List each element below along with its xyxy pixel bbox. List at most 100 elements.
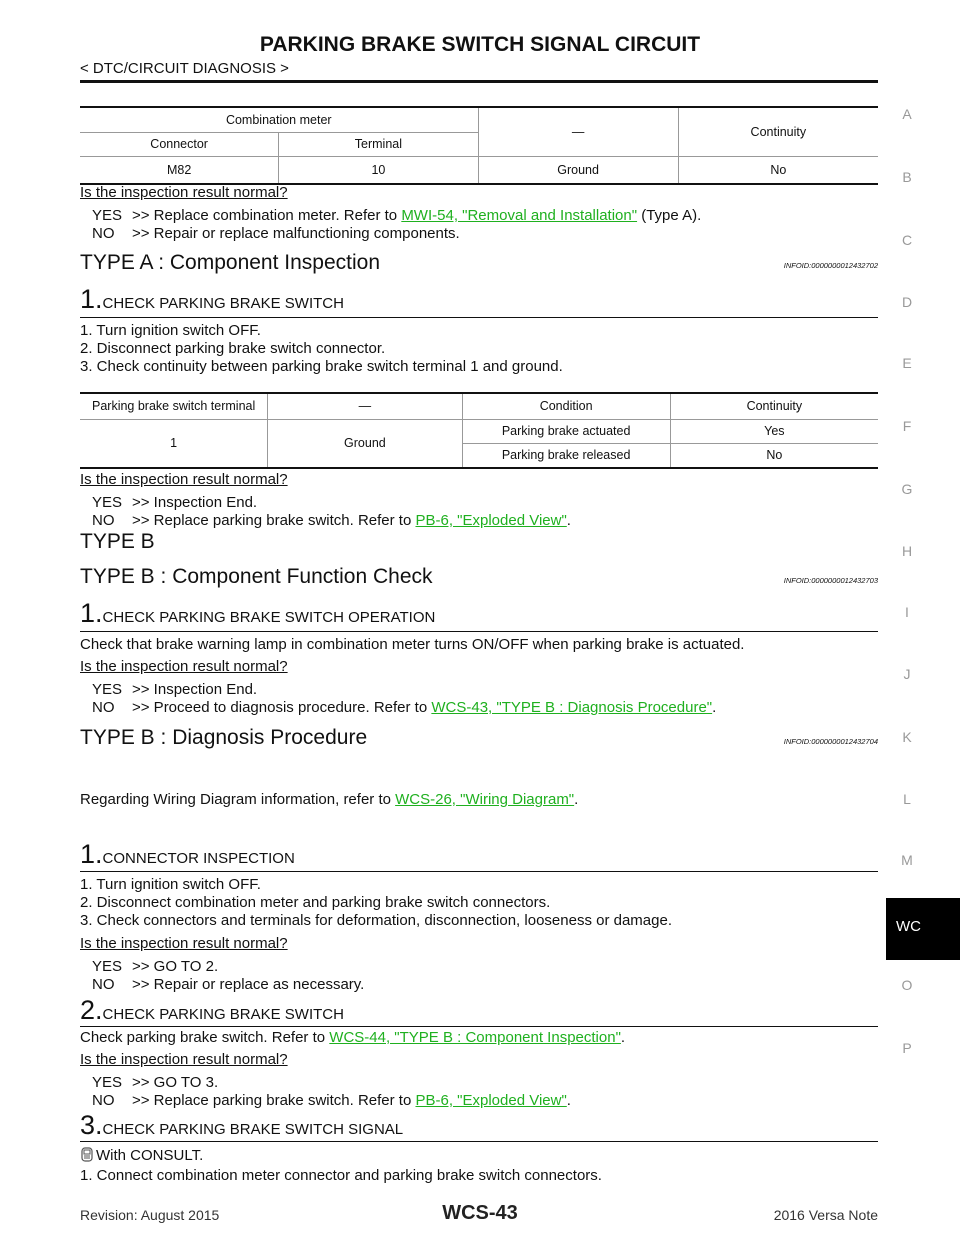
table2-condition: Parking brake actuated <box>461 418 671 443</box>
side-index-c[interactable]: C <box>901 232 913 248</box>
no-label: NO <box>92 1092 115 1109</box>
footer-model: 2016 Versa Note <box>773 1207 878 1223</box>
inspection-question: Is the inspection result normal? <box>80 471 288 488</box>
yes-text: >> GO TO 3. <box>132 1074 219 1091</box>
yes-label: YES <box>92 494 123 511</box>
table2-header-continuity: Continuity <box>669 394 878 419</box>
no-label: NO <box>92 699 115 716</box>
side-index-m[interactable]: M <box>901 852 913 868</box>
step-text-lead: Check parking brake switch. Refer to <box>80 1029 330 1046</box>
table1-ground: Ground <box>477 155 679 183</box>
side-index-i[interactable]: I <box>905 604 909 620</box>
table2-header-condition: Condition <box>461 394 671 419</box>
step-number: 1. <box>80 839 103 869</box>
step-rule <box>80 1141 878 1142</box>
side-index-h[interactable]: H <box>901 543 913 559</box>
info-id: INFOID:0000000012432704 <box>783 737 878 746</box>
consult-icon <box>80 1147 94 1167</box>
section-title-type-b: TYPE B <box>80 530 155 553</box>
step-number: 2. <box>80 995 103 1025</box>
yes-label: YES <box>92 1074 123 1091</box>
no-text: >> Replace parking brake switch. Refer t… <box>132 1092 416 1109</box>
step-heading: 1.CONNECTOR INSPECTION <box>80 839 295 870</box>
yes-after: (Type A). <box>637 207 702 224</box>
no-after: . <box>566 1092 571 1109</box>
yes-text: >> Inspection End. <box>132 681 258 698</box>
wiring-after: . <box>574 791 579 808</box>
side-index-active-tab[interactable]: WC <box>886 898 960 960</box>
ref-link[interactable]: PB-6, "Exploded View" <box>415 1092 567 1109</box>
step-rule <box>80 317 878 318</box>
side-index-k[interactable]: K <box>902 729 912 745</box>
ref-link[interactable]: WCS-44, "TYPE B : Component Inspection" <box>329 1029 621 1046</box>
no-after: . <box>566 512 571 529</box>
inspection-question: Is the inspection result normal? <box>80 1051 288 1068</box>
no-label: NO <box>92 512 115 529</box>
page-subtitle: < DTC/CIRCUIT DIAGNOSIS > <box>80 60 289 77</box>
instruction-line: 1. Turn ignition switch OFF. <box>80 876 261 893</box>
answer-block: YES>> GO TO 2. NO>> Repair or replace as… <box>92 958 364 994</box>
step-rule <box>80 631 878 632</box>
step-title: CHECK PARKING BRAKE SWITCH OPERATION <box>102 609 436 626</box>
instruction-line: 1. Turn ignition switch OFF. <box>80 322 261 339</box>
table1-col-connector: Connector <box>80 131 279 156</box>
step-rule <box>80 1026 878 1027</box>
side-index-j[interactable]: J <box>903 666 911 682</box>
step-text: Check parking brake switch. Refer to WCS… <box>80 1029 625 1047</box>
inspection-question: Is the inspection result normal? <box>80 658 288 675</box>
step-instructions: With CONSULT. 1. Connect combination met… <box>80 1147 602 1185</box>
step-number: 1. <box>80 284 103 314</box>
ref-link[interactable]: WCS-43, "TYPE B : Diagnosis Procedure" <box>431 699 713 716</box>
footer-revision: Revision: August 2015 <box>80 1207 220 1223</box>
instruction-line: 2. Disconnect parking brake switch conne… <box>80 340 386 357</box>
consult-line: With CONSULT. <box>80 1147 602 1167</box>
step-instructions: 1. Turn ignition switch OFF. 2. Disconne… <box>80 876 672 930</box>
continuity-table-1: Combination meter — Continuity Connector… <box>80 106 878 185</box>
no-text: >> Replace parking brake switch. Refer t… <box>132 512 416 529</box>
page-title: PARKING BRAKE SWITCH SIGNAL CIRCUIT <box>259 33 701 56</box>
side-index-g[interactable]: G <box>901 481 913 497</box>
inspection-question: Is the inspection result normal? <box>80 184 288 201</box>
side-index-d[interactable]: D <box>901 294 913 310</box>
side-index-f[interactable]: F <box>902 418 912 434</box>
step-heading: 3.CHECK PARKING BRAKE SWITCH SIGNAL <box>80 1110 403 1141</box>
no-text: >> Repair or replace as necessary. <box>132 976 365 993</box>
ref-link[interactable]: MWI-54, "Removal and Installation" <box>401 207 638 224</box>
continuity-table-2: Parking brake switch terminal — Conditio… <box>80 392 878 469</box>
table1-terminal: 10 <box>278 155 479 183</box>
step-heading: 1.CHECK PARKING BRAKE SWITCH <box>80 284 344 315</box>
step-heading: 2.CHECK PARKING BRAKE SWITCH <box>80 995 344 1026</box>
ref-link[interactable]: WCS-26, "Wiring Diagram" <box>395 791 575 808</box>
table1-dash: — <box>477 108 679 156</box>
wiring-text: Regarding Wiring Diagram information, re… <box>80 791 396 808</box>
table2-terminal: 1 <box>80 418 268 467</box>
instruction-line: 2. Disconnect combination meter and park… <box>80 894 551 911</box>
section-title-type-b-function-check: TYPE B : Component Function Check <box>80 565 433 588</box>
side-index-o[interactable]: O <box>901 977 913 993</box>
active-tab-label: WC <box>896 918 921 935</box>
side-index-l[interactable]: L <box>903 791 911 807</box>
yes-label: YES <box>92 681 123 698</box>
table1-connector: M82 <box>80 155 279 183</box>
side-index-p[interactable]: P <box>902 1040 912 1056</box>
step-instructions: 1. Turn ignition switch OFF. 2. Disconne… <box>80 322 563 376</box>
inspection-question: Is the inspection result normal? <box>80 935 288 952</box>
no-after: . <box>712 699 717 716</box>
instruction-line: 3. Check connectors and terminals for de… <box>80 912 672 929</box>
step-title: CHECK PARKING BRAKE SWITCH SIGNAL <box>102 1121 404 1138</box>
ref-link[interactable]: PB-6, "Exploded View" <box>415 512 567 529</box>
table1-result: No <box>677 155 878 183</box>
table1-result-header: Continuity <box>677 108 878 156</box>
yes-label: YES <box>92 207 123 224</box>
step-rule <box>80 871 878 872</box>
instruction-line: 3. Check continuity between parking brak… <box>80 358 563 375</box>
no-text: >> Repair or replace malfunctioning comp… <box>132 225 460 242</box>
table2-result: Yes <box>669 418 878 443</box>
table2-ground: Ground <box>267 418 463 467</box>
side-index-b[interactable]: B <box>902 169 912 185</box>
step-number: 1. <box>80 598 103 628</box>
wiring-note: Regarding Wiring Diagram information, re… <box>80 791 578 809</box>
side-index-a[interactable]: A <box>902 106 912 122</box>
table1-col-terminal: Terminal <box>278 131 479 156</box>
side-index-e[interactable]: E <box>902 355 912 371</box>
